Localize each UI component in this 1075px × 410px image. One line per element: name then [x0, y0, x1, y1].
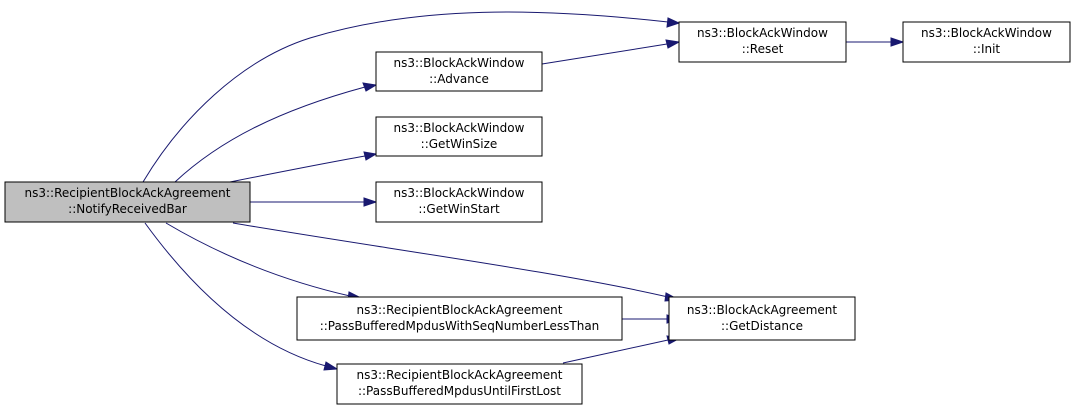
node-pass-until-lost-line1: ns3::RecipientBlockAckAgreement	[357, 368, 563, 382]
node-notify-received-bar-line1: ns3::RecipientBlockAckAgreement	[25, 186, 231, 200]
node-advance-line2: ::Advance	[429, 72, 489, 86]
edge-notify-to-get-win-start	[250, 197, 378, 207]
edge-notify-to-pass-less-than	[165, 222, 363, 301]
node-init-line2: ::Init	[973, 42, 1001, 56]
node-get-win-start-line1: ns3::BlockAckWindow	[394, 186, 525, 200]
node-advance-line1: ns3::BlockAckWindow	[394, 56, 525, 70]
node-notify-received-bar-line2: ::NotifyReceivedBar	[68, 202, 187, 216]
node-advance[interactable]: ns3::BlockAckWindow ::Advance	[375, 51, 543, 92]
node-reset-line2: ::Reset	[742, 42, 784, 56]
node-reset[interactable]: ns3::BlockAckWindow ::Reset	[678, 21, 847, 63]
node-get-distance-line2: ::GetDistance	[721, 319, 803, 333]
node-init[interactable]: ns3::BlockAckWindow ::Init	[902, 21, 1071, 63]
call-nodes: ns3::RecipientBlockAckAgreement ::Notify…	[4, 21, 1071, 405]
node-get-distance-line1: ns3::BlockAckAgreement	[687, 303, 838, 317]
node-get-distance[interactable]: ns3::BlockAckAgreement ::GetDistance	[668, 296, 856, 341]
node-get-win-start-line2: ::GetWinStart	[418, 202, 500, 216]
node-get-win-size[interactable]: ns3::BlockAckWindow ::GetWinSize	[375, 116, 543, 157]
node-get-win-size-line1: ns3::BlockAckWindow	[394, 121, 525, 135]
node-init-line1: ns3::BlockAckWindow	[921, 26, 1052, 40]
edge-notify-to-reset	[142, 11, 681, 183]
edge-reset-to-init	[846, 37, 905, 47]
node-pass-until-lost-line2: ::PassBufferedMpdusUntilFirstLost	[358, 384, 561, 398]
node-pass-less-than-line1: ns3::RecipientBlockAckAgreement	[357, 303, 563, 317]
node-reset-line1: ns3::BlockAckWindow	[697, 26, 828, 40]
edge-notify-to-pass-until-lost	[144, 222, 339, 371]
node-pass-less-than[interactable]: ns3::RecipientBlockAckAgreement ::PassBu…	[296, 296, 623, 341]
node-get-win-size-line2: ::GetWinSize	[421, 137, 498, 151]
node-notify-received-bar[interactable]: ns3::RecipientBlockAckAgreement ::Notify…	[4, 181, 251, 223]
edge-advance-to-reset	[541, 39, 681, 65]
edge-notify-to-get-win-size	[229, 151, 378, 183]
node-get-win-start[interactable]: ns3::BlockAckWindow ::GetWinStart	[375, 181, 543, 223]
edge-notify-to-advance	[174, 82, 378, 183]
node-pass-until-lost[interactable]: ns3::RecipientBlockAckAgreement ::PassBu…	[336, 363, 583, 405]
node-pass-less-than-line2: ::PassBufferedMpdusWithSeqNumberLessThan	[320, 319, 600, 333]
edge-notify-to-get-distance	[232, 222, 681, 302]
